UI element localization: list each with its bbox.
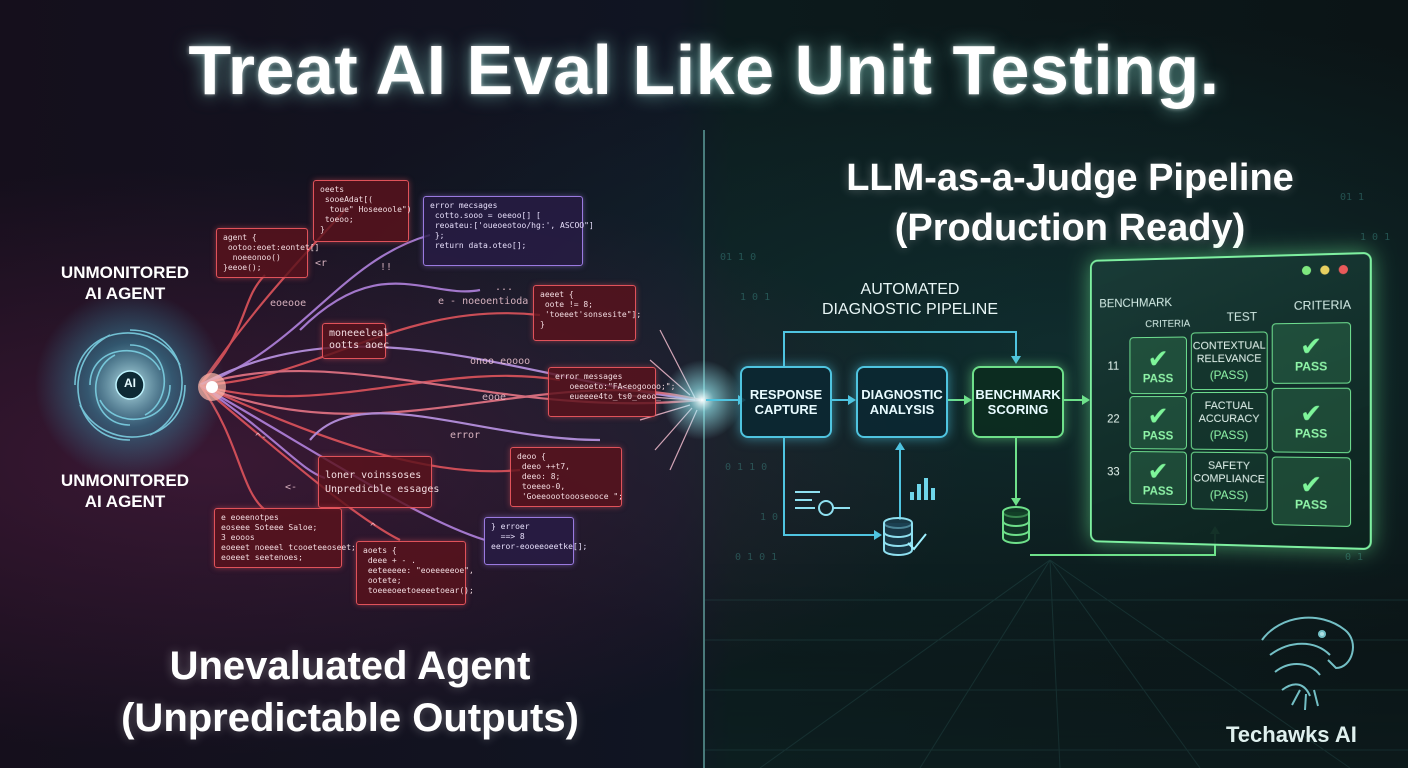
header-criteria-left: CRITERIA [1145,318,1191,331]
svg-text:1 0: 1 0 [760,512,778,523]
scatter-text: error [450,430,481,441]
scatter-text: ... [495,282,514,293]
checkmark-icon: ✔ [1147,343,1169,374]
scatter-text: onoo eoooo [470,356,531,367]
code-snippet: deoo { deeo ++t7, deeo: 8; toeeeo-0, 'Go… [510,447,623,507]
code-snippet: aoets { deee + - . eeteeeee: "eoeeeeeoe"… [356,541,474,605]
scatter-text: ^- [255,432,268,443]
checkmark-icon: ✔ [1300,397,1323,429]
hawk-logo-icon [1261,616,1354,711]
binary-rain: 01 1 0 1 0 1 0 1 1 0 1 0 0 1 0 1 01 1 1 0 1 0… [720,192,1390,563]
brand-name: Techawks AI [1226,722,1357,747]
svg-text:0 1 0 1: 0 1 0 1 [735,552,777,563]
scatter-text: eoeooe [270,298,307,309]
row-number: 11 [1107,358,1120,373]
svg-text:01 1 0: 01 1 0 [720,252,756,263]
scatter-text: eooe [482,392,507,403]
agent-label-bottom-line1: UNMONITORED [60,471,190,490]
window-dot-green [1301,265,1312,276]
benchmark-board: BENCHMARK CRITERIA TEST CRITERIA 11 ✔PAS… [1089,251,1372,551]
header-test: TEST [1226,309,1258,325]
pipeline-label-line2: DIAGNOSTIC PIPELINE [821,301,999,318]
agent-label-top-line1: UNMONITORED [60,263,190,282]
bar-chart-icon [910,478,935,500]
criteria-pass-cell: ✔PASS [1271,456,1352,527]
criteria-pass-cell: ✔PASS [1129,336,1187,395]
right-title-line1: LLM-as-a-Judge Pipeline [846,157,1294,199]
checkmark-icon: ✔ [1147,456,1169,487]
header-criteria-right: CRITERIA [1293,297,1352,313]
checkmark-icon: ✔ [1147,401,1169,431]
svg-text:0 1 1 0: 0 1 1 0 [725,462,767,473]
scatter-text: !! [380,262,393,273]
code-snippet: error messages oeeoeto:"FA<eogoooo;"; eu… [548,367,675,417]
pipeline-label-line1: AUTOMATED [860,281,960,298]
filter-icon [795,491,850,516]
ai-swirl-icon [35,290,226,480]
checkmark-icon: ✔ [1300,468,1323,500]
beam-flare [662,360,742,440]
code-snippet: agent { ootoo:eoet:eontet[] noeeonoo()}e… [216,228,319,278]
agent-label-bottom-line2: AI AGENT [84,492,166,511]
svg-text:1 0 1: 1 0 1 [1360,232,1390,243]
left-caption-line1: Unevaluated Agent [169,644,531,688]
criteria-pass-cell: ✔PASS [1129,451,1187,506]
ai-core-label: AI [124,376,136,390]
node-benchmark-scoring: BENCHMARK SCORING [972,366,1064,438]
svg-text:01 1: 01 1 [1340,192,1364,203]
main-title: Treat AI Eval Like Unit Testing. [188,31,1220,109]
agent-label-bottom: UNMONITORED AI AGENT [50,470,200,512]
database-icon [1002,506,1030,544]
agent-label-top: UNMONITORED AI AGENT [50,262,200,304]
right-title: LLM-as-a-Judge Pipeline (Production Read… [740,153,1400,253]
row-number: 22 [1107,411,1120,426]
window-dot-red [1338,264,1348,275]
code-snippet: aeeet { oote != 8; 'toeeet'sonsesite"];} [533,285,641,341]
database-check-icon [883,517,927,556]
pipeline-label: AUTOMATED DIAGNOSTIC PIPELINE [760,280,1060,320]
scatter-text: <- [285,482,298,493]
left-caption-line2: (Unpredictable Outputs) [121,696,579,740]
scatter-text: ^ [370,522,377,533]
criteria-pass-cell: ✔PASS [1129,396,1187,450]
checkmark-icon: ✔ [1300,330,1323,362]
scatter-text: <r [315,258,328,269]
window-dot-yellow [1320,265,1330,275]
benchmark-title: BENCHMARK [1099,295,1173,311]
right-title-line2: (Production Ready) [894,207,1246,249]
row-number: 33 [1107,464,1120,479]
criteria-pass-cell: ✔PASS [1271,387,1352,454]
code-snippet: error mecsages cotto.sooo = oeeoo[] [ re… [423,196,594,266]
criteria-pass-cell: ✔PASS [1271,322,1352,384]
code-snippet: oeets sooeAdat[( toue" Hoseeoole") toeoo… [313,180,412,242]
left-caption: Unevaluated Agent (Unpredictable Outputs… [40,640,660,744]
node-diagnostic-analysis: DIAGNOSTIC ANALYSIS [856,366,948,438]
svg-text:0 1: 0 1 [1345,552,1363,563]
scatter-text: e - noeoentioda [438,296,529,307]
svg-text:1 0 1: 1 0 1 [740,292,770,303]
agent-label-top-line2: AI AGENT [84,284,166,303]
node-response-capture: RESPONSE CAPTURE [740,366,832,438]
